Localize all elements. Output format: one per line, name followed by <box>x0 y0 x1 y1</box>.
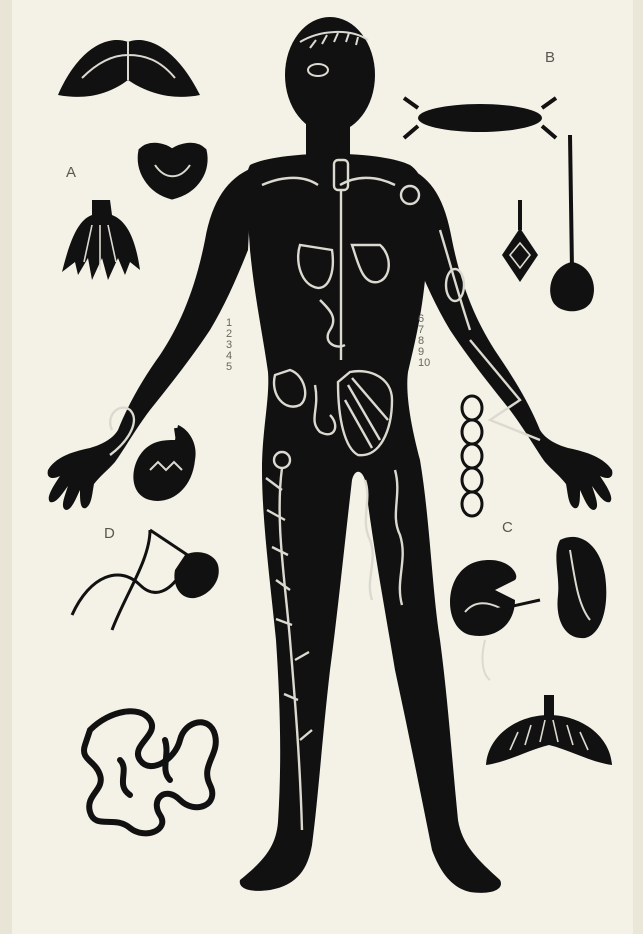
numbers-right: 6 7 8 9 10 <box>418 314 430 369</box>
paper-edge-left <box>0 0 12 934</box>
label-d: D <box>104 526 115 541</box>
label-c: C <box>502 520 513 535</box>
label-a: A <box>66 165 76 180</box>
paper-edge-right <box>633 0 643 934</box>
number-label: 5 <box>226 362 232 373</box>
number-label: 10 <box>418 358 430 369</box>
numbers-left: 1 2 3 4 5 <box>226 318 232 373</box>
label-b: B <box>545 50 555 65</box>
